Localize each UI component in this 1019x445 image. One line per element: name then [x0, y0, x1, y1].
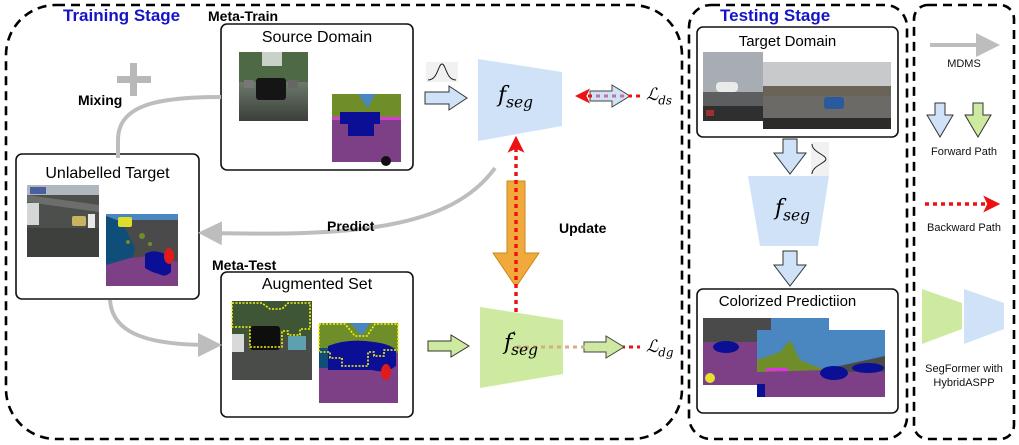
loss-ds-name: ℒ — [646, 85, 659, 105]
forward-arrow-top — [424, 85, 468, 111]
forward-arrow-test-1 — [772, 138, 808, 175]
update-arrow — [492, 180, 540, 288]
model-top-trapezoid[interactable] — [478, 59, 562, 141]
legend-forward-green-icon — [964, 102, 992, 138]
legend-blue-trapezoid — [964, 289, 1004, 344]
legend-segformer-label-2: HybridASPP — [933, 377, 995, 389]
model-bottom-label: f′seg — [504, 330, 538, 359]
model-test-sub: seg — [783, 206, 811, 225]
unlabelled-label-map — [106, 214, 178, 286]
target-domain-title: Target Domain — [738, 33, 837, 50]
legend-segformer-label: SegFormer with — [925, 363, 1003, 375]
testing-stage-border — [687, 3, 909, 441]
loss-dg-label: ℒdg — [646, 337, 673, 359]
loss-ds-label: ℒds — [646, 85, 672, 107]
loss-dg-sub: dg — [658, 345, 674, 360]
meta-train-label: Meta-Train — [208, 8, 279, 24]
model-bottom-sub: seg — [511, 340, 539, 359]
training-stage-title: Training Stage — [63, 6, 181, 25]
source-rgb-image — [239, 52, 308, 121]
predict-arrow — [198, 166, 497, 246]
legend-border — [912, 3, 1016, 441]
model-bottom-trapezoid[interactable] — [480, 307, 563, 388]
augmented-rgb-image — [231, 301, 312, 380]
training-stage-border — [4, 3, 684, 441]
legend-forward-label: Forward Path — [930, 146, 998, 158]
gaussian-icon-test — [811, 142, 829, 176]
source-label-map — [332, 94, 401, 166]
legend-forward-blue-icon — [926, 102, 954, 138]
legend-mdms-label: MDMS — [947, 58, 981, 70]
forward-arrow-test-2 — [772, 250, 808, 287]
model-top-sub: seg — [506, 93, 534, 112]
update-label: Update — [559, 220, 607, 236]
loss-dg-forward-arrow — [583, 335, 625, 359]
model-bottom-prime: ′ — [512, 330, 516, 345]
legend-backward-label: Backward Path — [927, 222, 1001, 234]
legend-green-trapezoid — [922, 289, 962, 344]
model-test-name: f — [775, 196, 784, 221]
loss-ds-sub: ds — [658, 93, 672, 108]
augmented-set-title: Augmented Set — [261, 276, 373, 293]
target-rgb-image-front — [763, 62, 891, 129]
meta-test-label: Meta-Test — [212, 257, 277, 273]
model-top-name: f — [498, 83, 507, 108]
mixing-arrow-to-augmented — [108, 299, 222, 357]
colorized-prediction-title: Colorized Predictiion — [718, 293, 857, 310]
predict-label: Predict — [327, 218, 375, 234]
unlabelled-rgb-image — [27, 185, 99, 257]
mixing-arrow-path — [116, 95, 222, 158]
loss-dg-name: ℒ — [646, 337, 659, 357]
testing-stage-title: Testing Stage — [720, 6, 831, 25]
model-bottom-name: f — [504, 330, 513, 356]
gaussian-icon — [426, 62, 458, 82]
model-test-trapezoid[interactable] — [748, 176, 829, 246]
model-top-label: fseg — [498, 83, 533, 111]
unlabelled-target-title: Unlabelled Target — [45, 165, 170, 182]
forward-arrow-bottom — [427, 334, 470, 358]
model-test-label: fseg — [775, 196, 810, 224]
augmented-label-map — [318, 323, 399, 403]
loss-ds-forward-arrow — [589, 84, 631, 108]
plus-icon — [117, 63, 151, 96]
target-rgb-image-back — [703, 52, 763, 121]
source-domain-title: Source Domain — [261, 29, 373, 46]
prediction-map-front — [757, 330, 885, 397]
mixing-label: Mixing — [78, 92, 123, 108]
